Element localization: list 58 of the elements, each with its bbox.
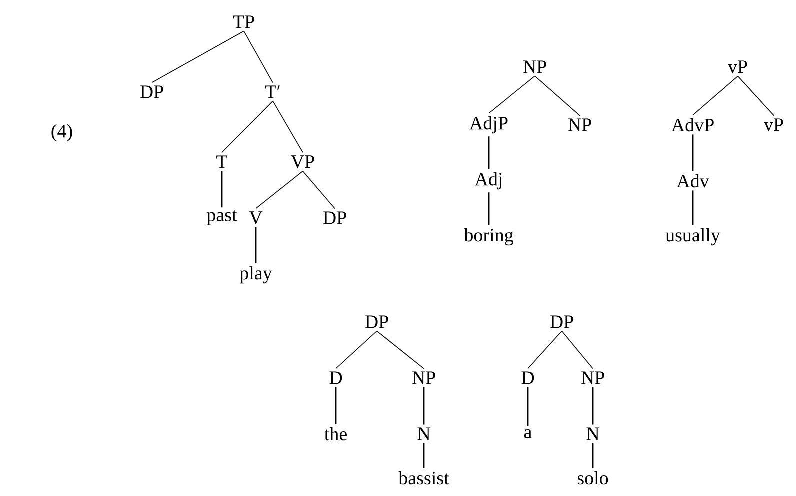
tree-label: boring (464, 228, 514, 246)
tree-label: NP (568, 118, 592, 132)
tree-label: D (522, 372, 534, 384)
branch-line (488, 136, 490, 170)
tree-label: AdjP (470, 116, 508, 134)
tree-label: DP (550, 316, 574, 328)
branch-line (738, 76, 774, 116)
tree-label: the (324, 427, 347, 441)
branch-line (527, 387, 529, 426)
tree-label: NP (581, 372, 604, 384)
tree-label: vP (764, 118, 784, 132)
tree-label: vP (728, 60, 748, 74)
tree-label: bassist (398, 471, 450, 485)
branch-line (152, 30, 244, 84)
branch-line (692, 190, 694, 226)
branch-line (528, 330, 562, 370)
tree-label: play (240, 266, 272, 284)
tree-label: V (249, 212, 263, 224)
branch-line (488, 76, 536, 114)
branch-line (692, 134, 694, 172)
branch-line (562, 330, 594, 370)
tree-label: T (216, 156, 228, 168)
tree-label: usually (666, 228, 720, 246)
tree-label: a (524, 429, 532, 439)
branch-line (244, 30, 274, 84)
branch-line (256, 170, 304, 210)
tree-label: T′ (265, 86, 280, 98)
branch-line (302, 170, 336, 210)
branch-line (376, 330, 424, 370)
branch-line (488, 192, 490, 226)
branch-line (272, 100, 304, 154)
tree-label: Adv (676, 174, 710, 188)
tree-label: AdvP (672, 118, 714, 132)
branch-line (592, 387, 594, 425)
branch-line (592, 443, 594, 468)
branch-line (336, 330, 378, 370)
branch-line (221, 171, 223, 208)
tree-label: NP (412, 372, 436, 384)
example-number: (4) (52, 124, 72, 142)
tree-label: DP (140, 86, 164, 98)
tree-label: N (586, 428, 600, 440)
tree-label: solo (578, 471, 608, 485)
branch-line (534, 76, 580, 116)
tree-label: past (207, 210, 238, 226)
tree-label: N (418, 428, 430, 440)
tree-label: TP (233, 16, 254, 28)
branch-line (255, 227, 257, 264)
tree-label: NP (523, 60, 546, 74)
branch-line (692, 76, 738, 116)
branch-line (423, 387, 425, 425)
branch-line (222, 100, 274, 154)
branch-line (335, 387, 337, 424)
tree-label: DP (365, 316, 388, 328)
tree-label: Adj (474, 172, 502, 190)
tree-label: VP (291, 156, 314, 168)
tree-label: D (330, 372, 342, 384)
tree-label: DP (323, 212, 346, 224)
branch-line (423, 443, 425, 468)
